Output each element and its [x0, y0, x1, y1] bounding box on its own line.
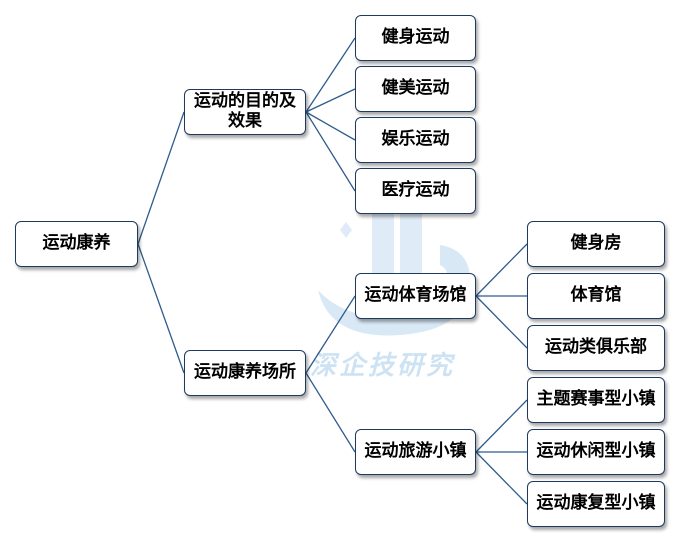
- link-stadium-gym: [475, 243, 528, 297]
- node-rehab-town: 运动康复型小镇: [527, 481, 665, 527]
- link-venues-stadium: [305, 295, 356, 374]
- node-purpose: 运动的目的及效果: [184, 89, 306, 135]
- node-root: 运动康养: [15, 221, 138, 267]
- link-town-theme: [475, 399, 528, 453]
- node-recreation: 娱乐运动: [355, 117, 476, 163]
- node-sports-club: 运动类俱乐部: [527, 325, 665, 371]
- link-stadium-club: [475, 295, 528, 349]
- node-stadium: 运动体育场馆: [355, 273, 476, 319]
- node-leisure-town: 运动休闲型小镇: [527, 429, 665, 475]
- link-purpose-fitness: [305, 37, 356, 113]
- link-town-rehab: [475, 451, 528, 505]
- link-purpose-recreation: [305, 111, 356, 141]
- node-gym: 健身房: [527, 221, 665, 267]
- link-purpose-medical: [305, 111, 356, 192]
- watermark-text: 深企技研究: [310, 351, 456, 381]
- node-medical: 医疗运动: [355, 168, 476, 214]
- node-fitness: 健身运动: [355, 15, 476, 61]
- link-root-venues: [137, 243, 185, 374]
- node-sports-hall: 体育馆: [527, 273, 665, 319]
- link-purpose-bodybuilding: [305, 88, 356, 113]
- node-venues: 运动康养场所: [184, 350, 306, 396]
- node-theme-event-town: 主题赛事型小镇: [527, 377, 665, 423]
- node-bodybuilding: 健美运动: [355, 66, 476, 112]
- link-venues-town: [305, 372, 356, 453]
- node-tourism-town: 运动旅游小镇: [355, 429, 476, 475]
- link-root-purpose: [137, 111, 185, 245]
